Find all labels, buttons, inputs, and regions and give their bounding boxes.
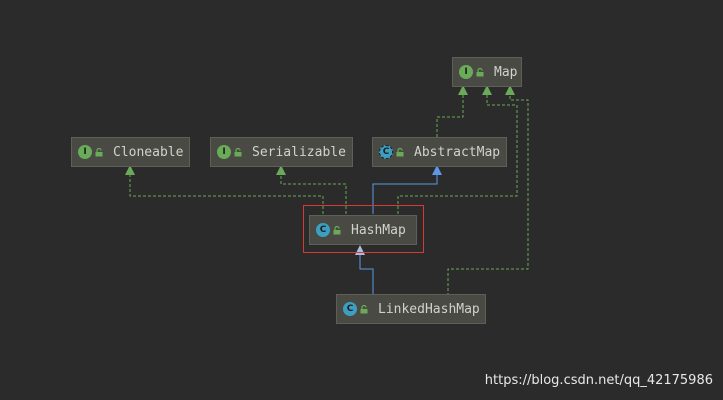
- lock-icon: [396, 147, 404, 157]
- watermark-url: https://blog.csdn.net/qq_42175986: [484, 373, 713, 388]
- extends-edges: [359, 175, 438, 294]
- node-label: Serializable: [252, 144, 346, 160]
- edge-hashmap-abstractmap: [372, 175, 438, 214]
- arrowhead-map-2: [482, 85, 492, 95]
- interface-icon: I: [78, 145, 92, 159]
- node-label: Map: [494, 64, 518, 80]
- edge-hashmap-map: [397, 90, 518, 214]
- edge-hashmap-serializable: [280, 170, 347, 214]
- node-hashmap[interactable]: C HashMap: [309, 215, 417, 245]
- node-cloneable[interactable]: I Cloneable: [71, 137, 190, 167]
- node-abstractmap[interactable]: C AbstractMap: [372, 137, 507, 167]
- node-linkedhashmap[interactable]: C LinkedHashMap: [336, 294, 486, 324]
- arrowhead-abstractmap: [432, 165, 442, 175]
- node-label: AbstractMap: [414, 144, 501, 160]
- arrowhead-cloneable: [125, 165, 135, 175]
- node-label: LinkedHashMap: [378, 301, 480, 317]
- implements-edges: [129, 90, 529, 296]
- abstract-class-icon: C: [379, 145, 393, 159]
- interface-icon: I: [217, 145, 231, 159]
- class-icon: C: [316, 223, 330, 237]
- lock-icon: [360, 304, 368, 314]
- lock-icon: [476, 67, 484, 77]
- interface-icon: I: [459, 65, 473, 79]
- class-icon: C: [343, 302, 357, 316]
- arrowhead-serializable: [276, 165, 286, 175]
- edge-linkedhashmap-hashmap: [359, 255, 374, 294]
- lock-icon: [234, 147, 242, 157]
- node-map[interactable]: I Map: [452, 57, 522, 87]
- implements-arrowheads: [125, 85, 515, 175]
- edge-abstractmap-map: [436, 90, 464, 137]
- node-label: HashMap: [351, 222, 406, 238]
- edge-hashmap-cloneable: [129, 170, 324, 214]
- node-label: Cloneable: [113, 144, 184, 160]
- arrowhead-map-3: [505, 85, 515, 95]
- lock-icon: [333, 225, 341, 235]
- selection-highlight: [303, 205, 424, 253]
- lock-icon: [95, 147, 103, 157]
- edge-linkedhashmap-map: [447, 90, 529, 296]
- arrowhead-map-1: [458, 85, 468, 95]
- node-serializable[interactable]: I Serializable: [210, 137, 353, 167]
